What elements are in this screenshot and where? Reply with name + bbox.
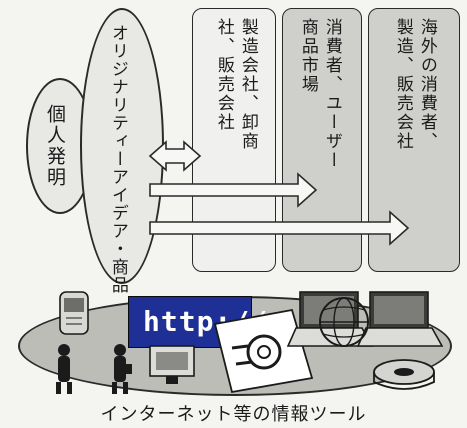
originality-label: オリジナリティーアイデア・商品 xyxy=(107,24,128,294)
overseas-col2: 製造、販売会社 xyxy=(392,18,413,151)
double-arrow-short xyxy=(148,140,202,172)
arrow-to-consumer xyxy=(149,172,318,208)
laptop-icon xyxy=(356,291,444,347)
arrow-to-overseas xyxy=(149,210,410,246)
person-icon xyxy=(56,344,72,394)
manufacturer-col2: 社、販売会社 xyxy=(213,18,234,132)
overseas-col1: 海外の消費者、 xyxy=(416,18,437,151)
consumer-col2: 商品市場 xyxy=(297,18,318,94)
laptop-icon xyxy=(286,291,374,347)
individual-invention-label: 個人発明 xyxy=(43,104,66,188)
originality-ellipse xyxy=(80,8,164,284)
disk-icon xyxy=(373,359,435,390)
email-envelope-icon xyxy=(213,308,314,394)
person-icon xyxy=(112,344,132,394)
consumer-col1: 消費者、ユーザー xyxy=(321,18,342,170)
caption: インターネット等の情報ツール xyxy=(100,404,367,425)
manufacturer-col1: 製造会社、卸商 xyxy=(237,18,258,151)
monitor-icon xyxy=(149,345,195,384)
mobile-phone-icon xyxy=(59,291,89,335)
globe-icon xyxy=(319,297,369,347)
